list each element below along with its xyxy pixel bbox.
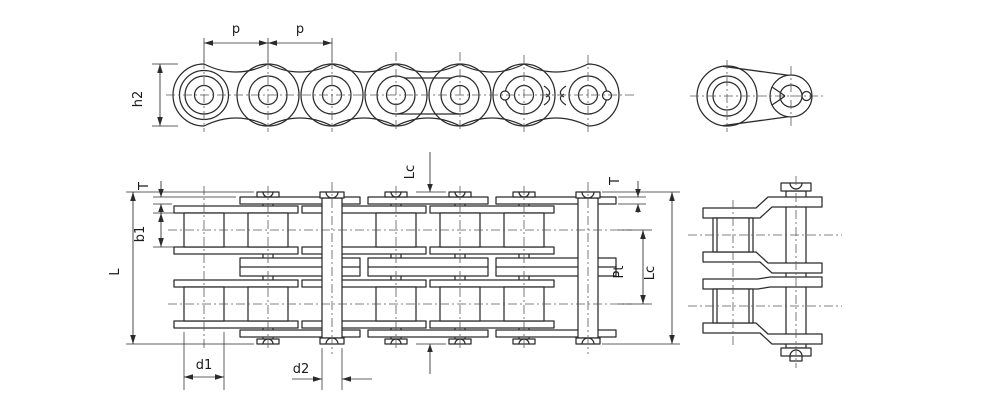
plan-view-centerlines	[168, 182, 632, 354]
outer-plates	[239, 196, 617, 338]
middle-plates	[239, 257, 617, 277]
dim-label-d1: d1	[196, 358, 213, 373]
dim-label-b1: b1	[133, 226, 148, 243]
single-link-end-view	[690, 60, 824, 132]
dim-label-Lc-right: Lc	[643, 266, 658, 280]
dim-Lc-top: Lc	[403, 152, 446, 374]
dim-Pt: Pt	[612, 229, 652, 305]
rollers	[183, 212, 545, 322]
dim-T-right: T	[608, 177, 646, 213]
dim-label-Lc-top: Lc	[403, 165, 418, 179]
dim-label-pitch-b: p	[296, 22, 304, 37]
dim-pitch: p p	[203, 22, 333, 62]
dim-L: L	[108, 191, 254, 345]
dim-label-pitch-a: p	[232, 22, 240, 37]
dim-d2: d2	[292, 348, 372, 390]
dim-Lc-right: Lc	[602, 191, 680, 345]
dim-h2: h2	[131, 63, 178, 127]
dim-label-T-left: T	[137, 182, 152, 191]
dim-b1: b1	[133, 212, 182, 248]
duplex-plan-view	[168, 182, 632, 354]
dim-label-Pt: Pt	[612, 266, 627, 279]
chain-side-view	[166, 52, 636, 132]
dimensions: p p h2 L T	[108, 22, 680, 390]
dim-d1: d1	[183, 332, 225, 390]
dim-label-T-right: T	[608, 177, 623, 186]
clip-whiskers	[771, 86, 786, 106]
inner-plates	[173, 205, 555, 329]
dim-label-d2: d2	[293, 362, 310, 377]
dim-T-left: T	[137, 181, 236, 213]
side-view-centerlines	[166, 52, 636, 132]
connecting-link-centerlines	[688, 176, 842, 368]
duplex-connecting-link-view	[688, 176, 842, 368]
end-view-centerlines	[690, 60, 824, 132]
dim-label-h2: h2	[131, 91, 146, 108]
dim-label-L: L	[108, 268, 123, 276]
